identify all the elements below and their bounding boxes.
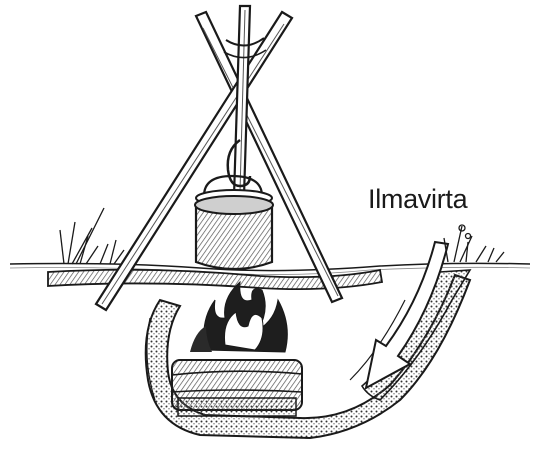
airflow-label: Ilmavirta (368, 184, 467, 215)
flames (190, 282, 287, 352)
cooking-pot (195, 176, 273, 269)
grass-right (444, 225, 504, 262)
grass-left (60, 208, 124, 264)
logs (172, 360, 302, 416)
